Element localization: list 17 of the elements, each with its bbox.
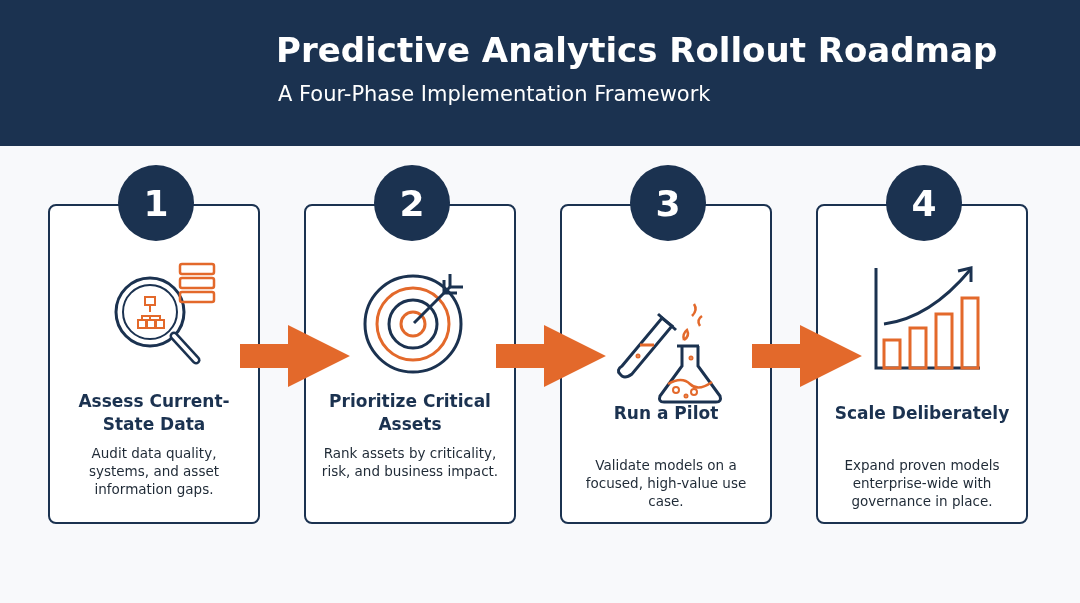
arrow bbox=[496, 324, 606, 388]
step-number: 4 bbox=[886, 165, 962, 241]
arrow bbox=[240, 324, 350, 388]
step-number: 1 bbox=[118, 165, 194, 241]
title: Predictive Analytics Rollout Roadmap bbox=[276, 30, 998, 70]
step-heading: Assess Current-State Data bbox=[77, 390, 231, 436]
step-description: Expand proven models enterprise-wide with governance in place. bbox=[843, 456, 1001, 510]
step-heading: Scale Deliberately bbox=[833, 402, 1011, 425]
step-description: Validate models on a focused, high-value use case. bbox=[584, 456, 748, 510]
subtitle: A Four-Phase Implementation Framework bbox=[278, 82, 711, 106]
step-heading: Prioritize Critical Assets bbox=[328, 390, 492, 436]
step-description: Rank assets by criticality, risk, and business impact. bbox=[320, 444, 500, 480]
step-number: 2 bbox=[374, 165, 450, 241]
step-heading: Run a Pilot bbox=[612, 402, 720, 425]
step-number: 3 bbox=[630, 165, 706, 241]
step-description: Audit data quality, systems, and asset information gaps. bbox=[87, 444, 221, 498]
arrow bbox=[752, 324, 862, 388]
